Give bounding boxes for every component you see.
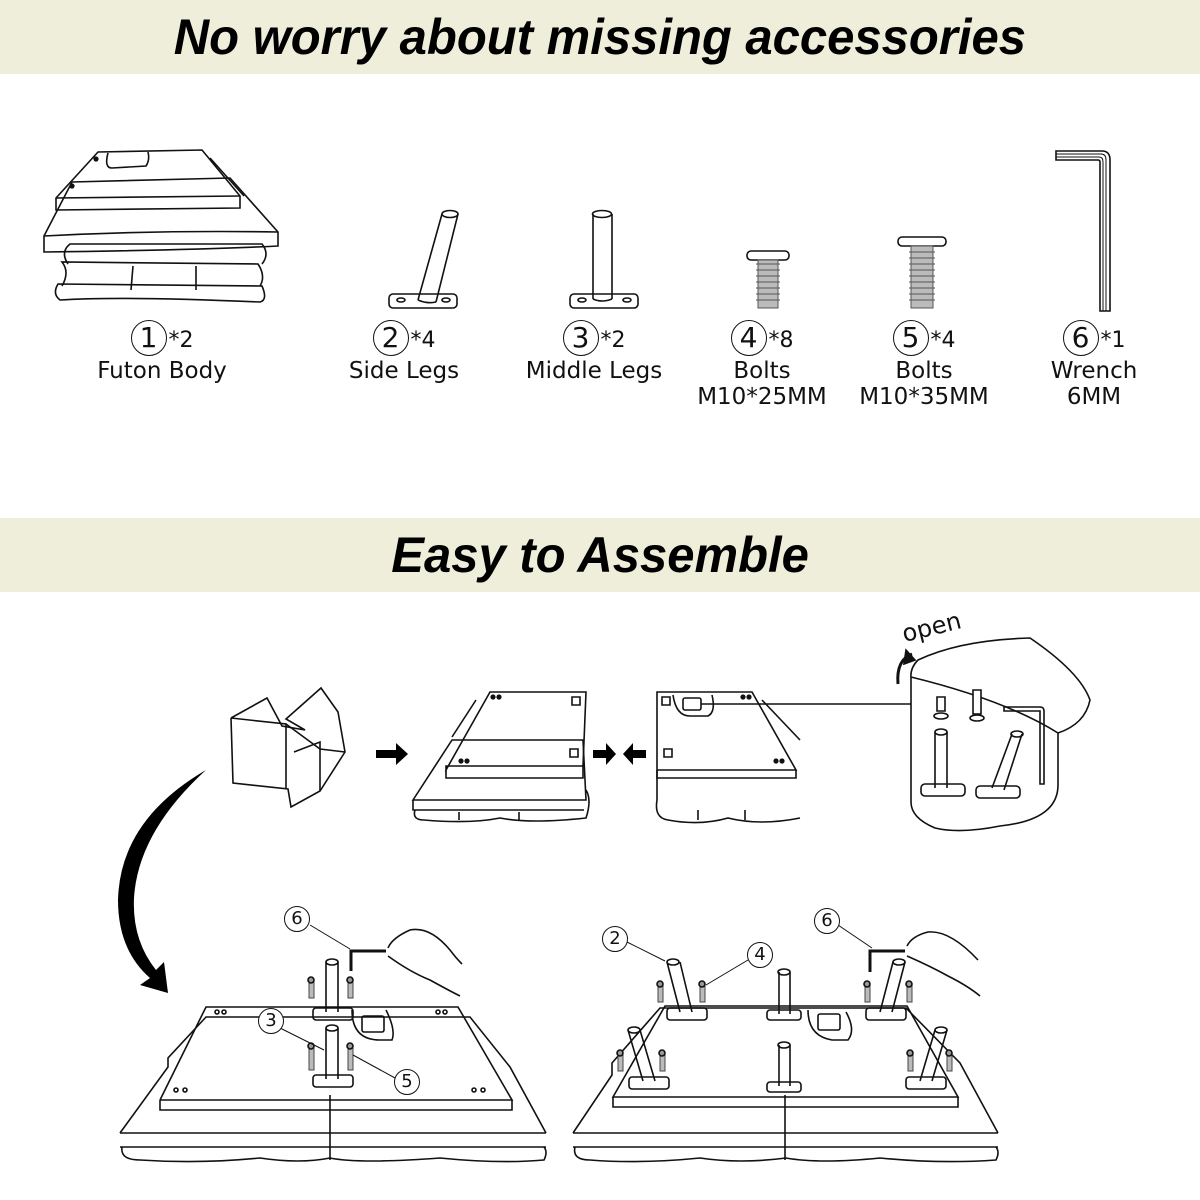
assembly-step-left-illustration [120, 925, 546, 1162]
part-name: Wrench [1050, 358, 1138, 384]
part-quantity: *2 [600, 328, 626, 353]
part-side-legs: 2*4 Side Legs [304, 320, 504, 384]
part-number-badge: 3 [562, 320, 599, 356]
part-bolts-25mm: 4*8 Bolts M10*25MM [662, 320, 862, 410]
part-quantity: *4 [930, 328, 956, 353]
arrow-converge-icon [593, 743, 646, 765]
part-spec: M10*25MM [697, 384, 827, 410]
futon-half-right-illustration [656, 692, 911, 823]
wrench-illustration [1056, 151, 1110, 311]
part-number-badge: 2 [372, 320, 409, 356]
callout-short-bolt: 4 [747, 942, 773, 968]
short-bolt-illustration [747, 251, 789, 308]
part-number-badge: 6 [1062, 320, 1099, 356]
curved-arrow-icon [118, 770, 206, 993]
part-name: Futon Body [97, 358, 227, 384]
long-bolt-illustration [898, 237, 946, 308]
part-name: Side Legs [348, 358, 460, 384]
assembly-title: Easy to Assemble [391, 527, 809, 583]
futon-half-left-illustration [413, 692, 589, 822]
part-spec: 6MM [1066, 384, 1122, 410]
part-number-badge: 4 [730, 320, 767, 356]
part-quantity: *2 [168, 328, 194, 353]
middle-leg-illustration [570, 211, 638, 309]
accessories-title: No worry about missing accessories [173, 9, 1027, 65]
part-middle-legs: 3*2 Middle Legs [494, 320, 694, 384]
part-quantity: *1 [1100, 328, 1126, 353]
side-leg-illustration [389, 211, 458, 309]
part-quantity: *4 [410, 328, 436, 353]
assembly-step-right-illustration [573, 925, 998, 1162]
callout-side-leg: 2 [602, 926, 628, 952]
callout-long-bolt: 5 [394, 1069, 420, 1095]
open-box-illustration [231, 688, 345, 807]
part-name: Middle Legs [525, 358, 663, 384]
arrow-right-icon [376, 743, 408, 765]
accessories-header-band: No worry about missing accessories [0, 0, 1200, 74]
part-number-badge: 5 [892, 320, 929, 356]
callout-middle-leg: 3 [258, 1008, 284, 1034]
callout-wrench-right: 6 [814, 908, 840, 934]
part-wrench: 6*1 Wrench 6MM [994, 320, 1194, 410]
part-number-badge: 1 [130, 320, 167, 356]
part-futon-body: 1*2 Futon Body [62, 320, 262, 384]
part-spec: M10*35MM [859, 384, 989, 410]
open-pocket-detail-illustration [898, 638, 1090, 831]
part-bolts-35mm: 5*4 Bolts M10*35MM [824, 320, 1024, 410]
futon-body-illustration [44, 150, 278, 302]
part-name: Bolts [733, 358, 791, 384]
part-name: Bolts [895, 358, 953, 384]
assembly-header-band: Easy to Assemble [0, 518, 1200, 592]
part-quantity: *8 [768, 328, 794, 353]
callout-wrench: 6 [284, 906, 310, 932]
